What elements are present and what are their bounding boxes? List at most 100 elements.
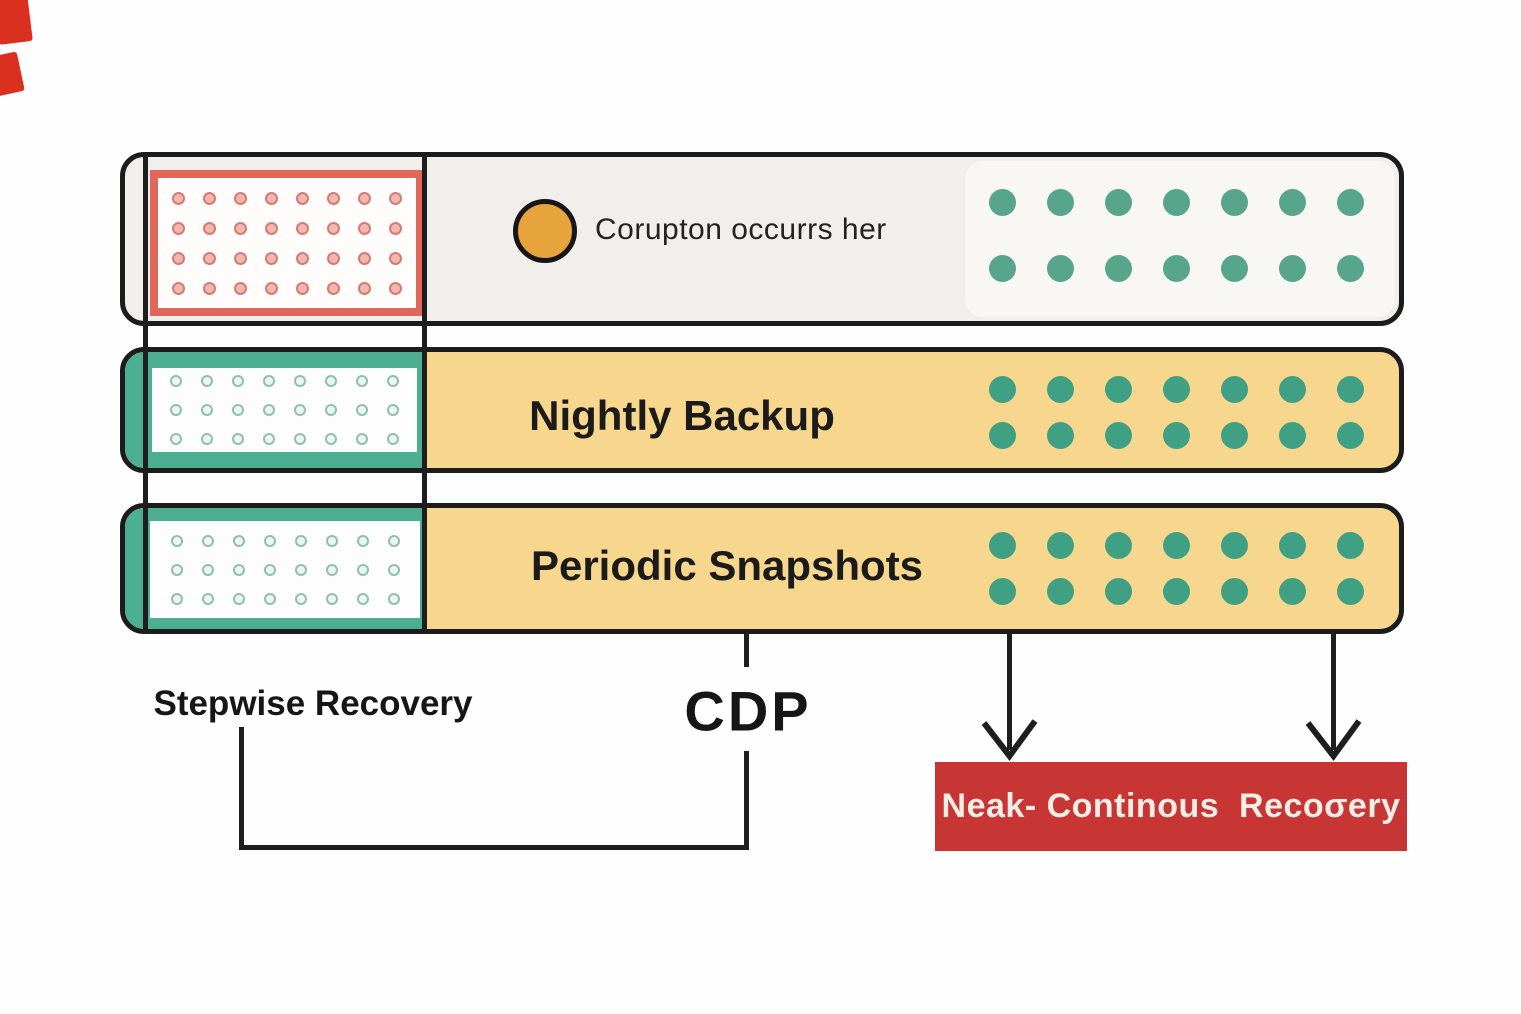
backup-data-box (152, 368, 417, 452)
data-dot (294, 404, 306, 416)
data-dot (1105, 255, 1132, 282)
data-dot (201, 433, 213, 445)
backup-dot-grid (170, 375, 399, 445)
data-dot (234, 191, 247, 205)
data-dot (232, 563, 245, 576)
data-dot (325, 534, 338, 547)
data-dot (232, 433, 244, 445)
data-dot (1337, 189, 1364, 216)
corner-artifact-mark (0, 0, 33, 45)
data-dot (387, 433, 399, 445)
data-dot (1221, 376, 1248, 403)
data-dot (327, 221, 340, 235)
data-dot (203, 281, 216, 295)
data-dot (263, 375, 275, 387)
data-dot (294, 433, 306, 445)
data-dot (201, 592, 214, 605)
data-dot (1163, 255, 1190, 282)
data-dot (201, 404, 213, 416)
data-dot (1279, 189, 1306, 216)
corruption-event-label: Corupton occurrs her (595, 213, 887, 246)
data-dot (1047, 422, 1074, 449)
data-dot (389, 281, 402, 295)
data-dot (387, 592, 400, 605)
data-dot (358, 281, 371, 295)
data-dot (172, 251, 185, 265)
data-dot (203, 191, 216, 205)
data-dot (1279, 255, 1306, 282)
healthy-dots-panel (965, 161, 1395, 317)
stepwise-recovery-label: Stepwise Recovery (153, 684, 473, 723)
data-dot (296, 191, 309, 205)
data-dot (327, 281, 340, 295)
near-continuous-recovery-box: Neak- Continous Recoσery (935, 762, 1407, 851)
corrupted-data-box (150, 170, 424, 316)
data-dot (989, 578, 1016, 605)
data-dot (389, 221, 402, 235)
data-dot (1105, 189, 1132, 216)
data-dot (232, 592, 245, 605)
data-dot (294, 534, 307, 547)
data-dot (1337, 376, 1364, 403)
data-dot (1105, 376, 1132, 403)
timeline-row-periodic-snapshots: Periodic Snapshots (120, 503, 1404, 634)
data-dot (325, 592, 338, 605)
data-dot (1337, 255, 1364, 282)
data-dot (1047, 578, 1074, 605)
data-dot (294, 563, 307, 576)
data-dot (172, 221, 185, 235)
data-dot (1047, 255, 1074, 282)
data-dot (234, 251, 247, 265)
data-dot (170, 563, 183, 576)
data-dot (234, 221, 247, 235)
arrow-left-head-icon (981, 719, 1038, 761)
data-dot (356, 563, 369, 576)
data-dot (989, 422, 1016, 449)
data-dot (232, 534, 245, 547)
data-dot (296, 221, 309, 235)
data-dot (1105, 578, 1132, 605)
data-dot (296, 281, 309, 295)
data-dot (172, 281, 185, 295)
data-dot (387, 404, 399, 416)
data-dot (263, 592, 276, 605)
data-dot (203, 251, 216, 265)
data-dot (327, 251, 340, 265)
data-dot (263, 563, 276, 576)
data-dot (294, 375, 306, 387)
data-dot (1221, 189, 1248, 216)
data-dot (387, 375, 399, 387)
data-dot (294, 592, 307, 605)
data-dot (1105, 532, 1132, 559)
data-dot (989, 376, 1016, 403)
data-dot (265, 251, 278, 265)
stepwise-bracket (239, 727, 749, 850)
data-dot (1221, 532, 1248, 559)
healthy-dot-grid (989, 376, 1364, 449)
timeline-row-nightly-backup: Nightly Backup (120, 347, 1404, 473)
data-dot (172, 191, 185, 205)
data-dot (265, 281, 278, 295)
data-dot (170, 534, 183, 547)
data-dot (201, 375, 213, 387)
data-dot (170, 375, 182, 387)
cdp-label: CDP (684, 679, 812, 743)
data-dot (232, 375, 244, 387)
data-dot (201, 563, 214, 576)
data-dot (263, 433, 275, 445)
data-dot (1279, 532, 1306, 559)
timeline-row-corrupted: Corupton occurrs her (120, 152, 1404, 326)
data-dot (1047, 532, 1074, 559)
data-dot (389, 191, 402, 205)
row-label-nightly-backup: Nightly Backup (529, 392, 835, 439)
data-dot (201, 534, 214, 547)
data-dot (387, 534, 400, 547)
data-dot (1163, 189, 1190, 216)
data-dot (989, 255, 1016, 282)
data-dot (170, 433, 182, 445)
data-dot (1337, 578, 1364, 605)
data-dot (1105, 422, 1132, 449)
data-dot (325, 433, 337, 445)
data-dot (263, 404, 275, 416)
data-dot (356, 592, 369, 605)
